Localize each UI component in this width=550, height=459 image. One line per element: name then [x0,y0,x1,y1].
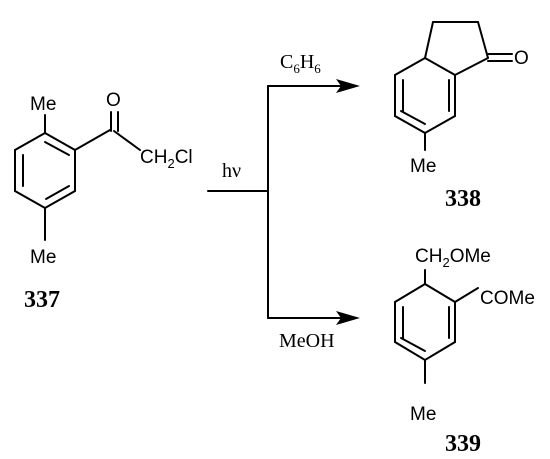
carbonyl-oxygen-label: O [514,48,529,69]
condition-label: hν [222,160,241,182]
reaction-arrows: hν C6H6 MeOH [207,51,360,352]
ring-double-bond [400,110,426,125]
methyl-label-bottom: Me [30,247,56,268]
ring-double-bond [400,337,426,352]
aryl-carbonyl-bond [74,129,111,151]
solvent-label-methanol: MeOH [279,330,335,352]
compound-337-structure: Me Me O CH2Cl [14,90,193,268]
methyl-label-top: Me [30,94,56,115]
compound-id-338: 338 [445,186,481,212]
methyl-label: Me [410,404,436,425]
solvent-label-benzene: C6H6 [280,51,321,76]
ch2ome-label: CH2OMe [415,246,491,270]
arrow-lower-head [336,311,360,325]
ring-bond [477,21,489,59]
compound-id-337: 337 [24,287,60,313]
compound-338-structure: O Me [394,21,529,177]
compound-id-339: 339 [445,431,481,457]
acyl-bond [454,287,479,303]
carbonyl-oxygen-label: O [106,90,121,111]
ring-bond [454,57,489,76]
compound-339-structure: CH2OMe COMe Me [394,246,535,425]
acyl-label: COMe [480,288,535,309]
ring-double-bond [45,185,70,200]
ring-double-bond [44,141,70,156]
ch2-bond [113,130,141,151]
ch2cl-label: CH2Cl [140,147,193,171]
arrow-upper-head [336,79,360,93]
ring-bond [424,21,434,59]
methyl-label: Me [410,156,436,177]
